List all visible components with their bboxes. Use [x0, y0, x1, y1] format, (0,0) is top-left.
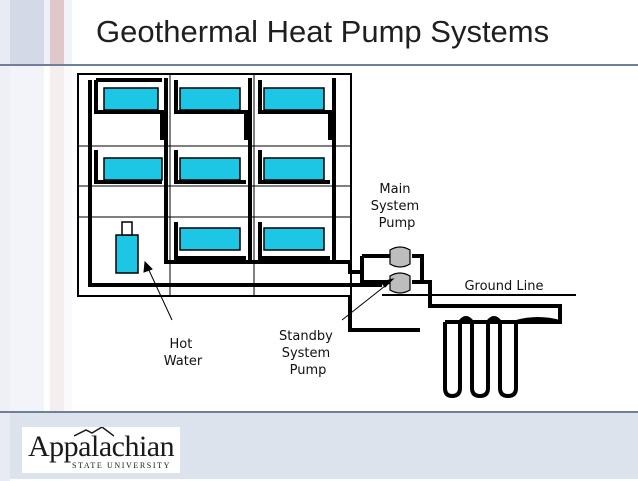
heat-pump-unit	[179, 87, 241, 111]
university-logo: Appalachian STATE UNIVERSITY	[22, 427, 180, 473]
pipe-network	[88, 78, 562, 332]
slide-title: Geothermal Heat Pump Systems	[96, 14, 550, 49]
heat-pump-units	[103, 87, 325, 251]
geothermal-diagram: Main System Pump Ground Line Hot Water S…	[0, 66, 576, 411]
heat-pump-unit	[103, 87, 159, 111]
heat-pump-unit	[263, 157, 325, 181]
title-stripe-3	[44, 0, 50, 64]
heat-pump-unit	[179, 227, 241, 251]
title-stripe-5	[64, 0, 72, 64]
heat-pump-unit	[263, 227, 325, 251]
mountain-mark-icon	[74, 427, 114, 437]
main-pump-label-line2: System	[371, 199, 419, 214]
main-system-pump	[389, 246, 411, 268]
hot-water-tank-top	[121, 221, 133, 236]
heat-pump-unit	[103, 157, 163, 181]
footer-stripe	[0, 413, 10, 481]
logo-wordmark: Appalachian	[28, 430, 175, 463]
main-pump-label-line3: Pump	[379, 216, 416, 231]
title-stripe-4	[50, 0, 64, 64]
label-leaders	[143, 260, 395, 321]
standby-pump-label-line2: System	[282, 346, 330, 361]
hot-water-label-line1: Hot	[170, 337, 193, 352]
ground-loops	[443, 316, 561, 399]
hot-water-label-line2: Water	[164, 354, 203, 369]
heat-pump-unit	[179, 157, 241, 181]
title-stripe-1	[0, 0, 10, 64]
standby-pump-label: Standby System Pump	[279, 329, 337, 378]
standby-pump-label-line1: Standby	[279, 329, 333, 344]
standby-pump-label-line3: Pump	[290, 363, 327, 378]
main-pump-label: Main System Pump	[371, 182, 424, 231]
logo-subtext: STATE UNIVERSITY	[72, 461, 171, 470]
ground-line-label: Ground Line	[464, 279, 543, 294]
footer-bar: Appalachian STATE UNIVERSITY	[0, 411, 638, 481]
main-pump-label-line1: Main	[379, 182, 410, 197]
title-bar: Geothermal Heat Pump Systems	[0, 0, 638, 66]
hot-water-label: Hot Water	[164, 337, 203, 369]
hot-water-tank	[115, 234, 139, 274]
title-stripe-2	[10, 0, 44, 64]
standby-system-pump	[389, 272, 411, 294]
heat-pump-unit	[263, 87, 325, 111]
